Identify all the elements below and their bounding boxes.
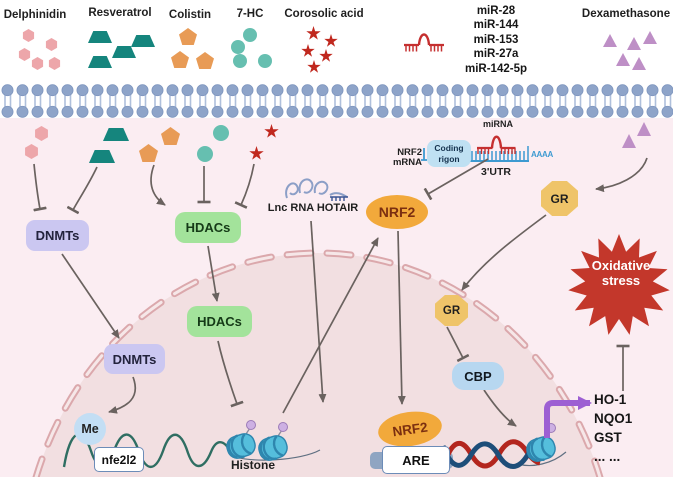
mirna-item: miR-153 [473, 33, 519, 46]
connectors [33, 157, 648, 427]
hexagon-icon [48, 57, 61, 70]
histone-label: Histone [230, 458, 275, 472]
nrf2-node: NRF2 [366, 195, 428, 229]
nrf2-mrna-label: NRF2 mRNA [392, 147, 422, 169]
hexagon-icon [25, 144, 38, 159]
target-gene: GST [594, 430, 622, 445]
dnmts-node-nucleus: DNMTs [104, 344, 165, 374]
mirna-item: miR-28 [476, 5, 516, 17]
mirna-item: miR-144 [473, 19, 519, 32]
pentagon-icon [179, 28, 197, 45]
oxidative-stress-burst [568, 234, 670, 335]
gr-node-nucleus: GR [435, 295, 468, 326]
legend-label-resveratrol: Resveratrol [88, 7, 152, 19]
utr-label: 3'UTR [481, 166, 511, 178]
legend-label-dexamethasone: Dexamethasone [581, 8, 671, 20]
mirna-item: miR-27a [473, 48, 519, 61]
trapezoid-icon [88, 56, 112, 68]
target-gene: NQO1 [594, 411, 633, 426]
lnc-rna-hotair-icon [285, 178, 348, 201]
hdacs-node-nucleus: HDACs [187, 306, 252, 337]
circle-icon [197, 146, 213, 162]
circle-icon [258, 54, 272, 68]
hexagon-icon [18, 48, 31, 61]
hdacs-node-cytoplasm: HDACs [175, 212, 241, 243]
transcription-arrow [544, 396, 592, 438]
poly-a-label: AAAA [531, 150, 553, 159]
circle-icon [243, 28, 257, 42]
me-mark: Me [74, 413, 106, 445]
cbp-node: CBP [452, 362, 504, 390]
pentagon-icon [171, 51, 189, 68]
hexagon-icon [35, 126, 48, 141]
hexagon-icon [22, 29, 35, 42]
nrf2-mrna-construct [421, 135, 529, 162]
pentagon-icon [196, 52, 214, 69]
trapezoid-icon [112, 46, 136, 58]
target-gene: ... ... [594, 449, 621, 464]
target-gene: HO-1 [594, 392, 627, 407]
mirna-hairpin-icon [404, 33, 444, 52]
mirna-item: miR-142-5p [465, 62, 527, 75]
mirna-label: miRNA [482, 119, 513, 129]
trapezoid-icon [88, 31, 112, 43]
chromatin-dna [62, 433, 234, 469]
trapezoid-icon [103, 128, 129, 141]
legend-label-corosolic-acid: Corosolic acid [284, 8, 364, 20]
circle-icon [213, 125, 229, 141]
trapezoid-icon [131, 35, 155, 47]
oxidative-stress-label: Oxidative stress [591, 258, 651, 288]
circle-icon [233, 54, 247, 68]
hexagon-icon [31, 57, 44, 70]
circle-icon [231, 40, 245, 54]
mirna-list: miR-28 miR-144 miR-153 miR-27a miR-142-5… [452, 4, 540, 76]
hexagon-icon [45, 38, 58, 51]
coding-region-box: Coding rigon [427, 140, 471, 167]
trapezoid-icon [89, 150, 115, 163]
plasma-membrane [0, 84, 673, 118]
legend-label-7hc: 7-HC [236, 8, 264, 20]
legend-label-colistin: Colistin [168, 9, 212, 21]
pentagon-icon [139, 144, 158, 162]
dnmts-node-cytoplasm: DNMTs [26, 220, 89, 251]
target-genes-list: HO-1 NQO1 GST ... ... [594, 392, 664, 468]
lnc-rna-hotair-label: Lnc RNA HOTAIR [267, 202, 359, 214]
legend-label-delphinidin: Delphinidin [3, 9, 67, 21]
are-box: ARE [382, 446, 450, 474]
gr-node: GR [541, 181, 578, 216]
pentagon-icon [161, 127, 180, 145]
nfe2l2-gene-box: nfe2l2 [94, 447, 144, 472]
